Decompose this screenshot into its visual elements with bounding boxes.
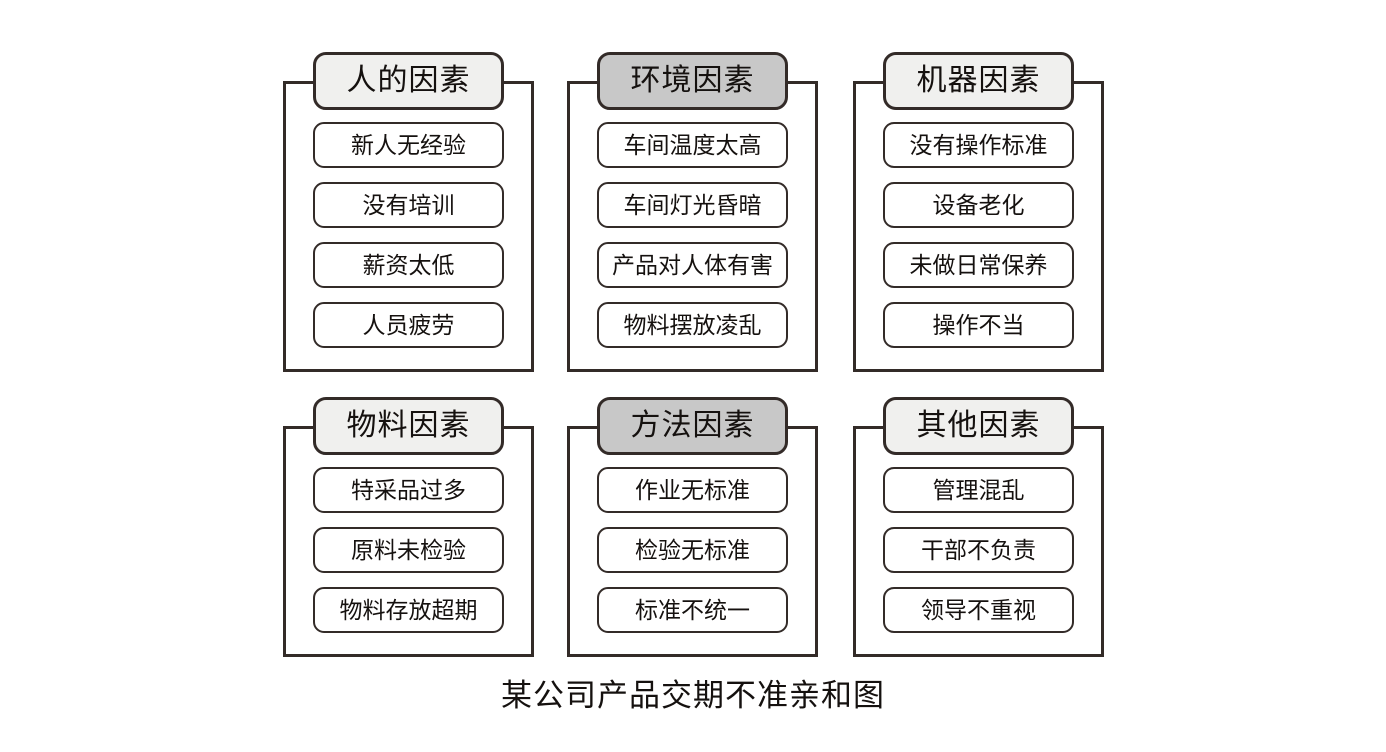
affinity-card-label: 设备老化 [932, 191, 1025, 218]
affinity-card[interactable]: 产品对人体有害 [597, 242, 788, 288]
affinity-card[interactable]: 车间温度太高 [597, 122, 788, 168]
affinity-card-label: 没有操作标准 [909, 131, 1048, 158]
affinity-card[interactable]: 车间灯光昏暗 [597, 182, 788, 228]
affinity-card[interactable]: 设备老化 [883, 182, 1074, 228]
affinity-card-label: 干部不负责 [921, 536, 1036, 563]
group-item-list: 特采品过多原料未检验物料存放超期 [313, 467, 504, 633]
affinity-card-label: 车间温度太高 [623, 131, 762, 158]
affinity-card[interactable]: 原料未检验 [313, 527, 504, 573]
affinity-card-label: 领导不重视 [921, 596, 1036, 623]
frame-connector-left [283, 81, 313, 84]
group-frame [567, 81, 818, 372]
frame-connector-left [853, 426, 883, 429]
affinity-card[interactable]: 领导不重视 [883, 587, 1074, 633]
group-header[interactable]: 方法因素 [597, 397, 788, 455]
group-frame [567, 426, 818, 657]
affinity-group: 物料因素特采品过多原料未检验物料存放超期 [283, 397, 534, 657]
frame-connector-left [853, 81, 883, 84]
affinity-card[interactable]: 薪资太低 [313, 242, 504, 288]
group-item-list: 车间温度太高车间灯光昏暗产品对人体有害物料摆放凌乱 [597, 122, 788, 348]
group-frame [283, 81, 534, 372]
affinity-card[interactable]: 操作不当 [883, 302, 1074, 348]
frame-connector-left [567, 426, 597, 429]
affinity-group: 机器因素没有操作标准设备老化未做日常保养操作不当 [853, 52, 1104, 372]
affinity-group: 人的因素新人无经验没有培训薪资太低人员疲劳 [283, 52, 534, 372]
frame-connector-right [504, 81, 534, 84]
affinity-card[interactable]: 新人无经验 [313, 122, 504, 168]
group-frame [283, 426, 534, 657]
affinity-card[interactable]: 特采品过多 [313, 467, 504, 513]
affinity-group: 方法因素作业无标准检验无标准标准不统一 [567, 397, 818, 657]
affinity-card-label: 操作不当 [932, 311, 1025, 338]
affinity-card[interactable]: 检验无标准 [597, 527, 788, 573]
group-header-label: 其他因素 [916, 409, 1041, 442]
affinity-card[interactable]: 没有操作标准 [883, 122, 1074, 168]
affinity-card-label: 薪资太低 [362, 251, 455, 278]
affinity-group: 环境因素车间温度太高车间灯光昏暗产品对人体有害物料摆放凌乱 [567, 52, 818, 372]
frame-connector-right [504, 426, 534, 429]
affinity-card[interactable]: 标准不统一 [597, 587, 788, 633]
affinity-card[interactable]: 作业无标准 [597, 467, 788, 513]
affinity-card-label: 原料未检验 [351, 536, 466, 563]
affinity-card-label: 没有培训 [362, 191, 455, 218]
affinity-card-label: 检验无标准 [635, 536, 750, 563]
frame-connector-right [1074, 426, 1104, 429]
group-header[interactable]: 物料因素 [313, 397, 504, 455]
affinity-card-label: 管理混乱 [932, 476, 1025, 503]
group-item-list: 管理混乱干部不负责领导不重视 [883, 467, 1074, 633]
affinity-group: 其他因素管理混乱干部不负责领导不重视 [853, 397, 1104, 657]
frame-connector-right [1074, 81, 1104, 84]
diagram-caption: 某公司产品交期不准亲和图 [501, 678, 885, 713]
group-header-label: 环境因素 [630, 64, 755, 97]
affinity-card-label: 车间灯光昏暗 [623, 191, 762, 218]
group-header-label: 方法因素 [630, 409, 755, 442]
group-header-label: 物料因素 [346, 409, 471, 442]
affinity-card-label: 物料摆放凌乱 [623, 311, 762, 338]
affinity-card-label: 产品对人体有害 [612, 251, 773, 278]
affinity-card[interactable]: 没有培训 [313, 182, 504, 228]
affinity-card-label: 物料存放超期 [339, 596, 478, 623]
group-header-label: 机器因素 [916, 64, 1041, 97]
affinity-card[interactable]: 未做日常保养 [883, 242, 1074, 288]
group-header-label: 人的因素 [346, 64, 471, 97]
affinity-card-label: 作业无标准 [635, 476, 750, 503]
affinity-card[interactable]: 物料摆放凌乱 [597, 302, 788, 348]
affinity-card[interactable]: 管理混乱 [883, 467, 1074, 513]
affinity-card[interactable]: 人员疲劳 [313, 302, 504, 348]
group-frame [853, 426, 1104, 657]
group-header[interactable]: 机器因素 [883, 52, 1074, 110]
affinity-card-label: 新人无经验 [351, 131, 466, 158]
frame-connector-left [567, 81, 597, 84]
group-item-list: 作业无标准检验无标准标准不统一 [597, 467, 788, 633]
affinity-card-label: 人员疲劳 [362, 311, 455, 338]
affinity-card-label: 未做日常保养 [909, 251, 1048, 278]
group-header[interactable]: 其他因素 [883, 397, 1074, 455]
group-item-list: 新人无经验没有培训薪资太低人员疲劳 [313, 122, 504, 348]
frame-connector-right [788, 426, 818, 429]
group-header[interactable]: 人的因素 [313, 52, 504, 110]
group-item-list: 没有操作标准设备老化未做日常保养操作不当 [883, 122, 1074, 348]
frame-connector-right [788, 81, 818, 84]
affinity-card[interactable]: 物料存放超期 [313, 587, 504, 633]
affinity-card-label: 标准不统一 [635, 596, 750, 623]
affinity-card[interactable]: 干部不负责 [883, 527, 1074, 573]
group-header[interactable]: 环境因素 [597, 52, 788, 110]
affinity-card-label: 特采品过多 [351, 476, 466, 503]
frame-connector-left [283, 426, 313, 429]
group-frame [853, 81, 1104, 372]
